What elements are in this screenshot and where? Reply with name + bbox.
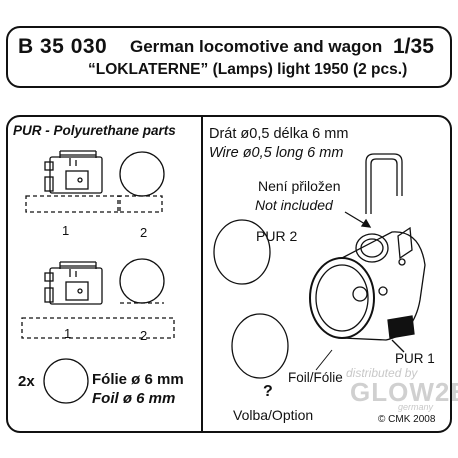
option-label: Volba/Option [233,407,314,423]
pur2-label: PUR 2 [256,228,298,244]
bottom-part-1-drawing [21,261,175,339]
pur-parts-title: PUR - Polyurethane parts [13,123,176,138]
lamp-assembly-drawing [309,226,426,353]
bottom-part-2-label: 2 [140,328,148,343]
copyright: © CMK 2008 [378,414,436,425]
lamp-foil-drawing [231,313,289,379]
wire-label-cz: Drát ø0,5 délka 6 mm [209,126,349,142]
product-code: B 35 030 [18,35,108,58]
wire-handle-drawing [344,153,403,228]
foil-disc-drawing [43,358,89,404]
product-scale: 1/35 [393,35,434,58]
watermark-line3: germany [398,402,434,412]
top-part-2-label: 2 [140,225,148,240]
not-included-en: Not included [255,197,333,213]
top-part-2-drawing [117,151,165,213]
foil-quantity: 2x [18,373,35,390]
bottom-part-1-label: 1 [64,326,72,341]
watermark-line1: distributed by [346,366,418,380]
question-mark: ? [263,383,273,400]
top-part-1-label: 1 [62,223,70,238]
foil-option-label: Foil/Fólie [288,370,343,385]
bottom-part-2-drawing [119,258,165,304]
header-box [6,26,452,88]
pur2-lens-drawing [213,219,271,285]
product-title-line1: German locomotive and wagon [130,37,383,56]
product-title-line2: “LOKLATERNE” (Lamps) light 1950 (2 pcs.) [88,61,408,78]
divider [201,115,203,433]
wire-label-en: Wire ø0,5 long 6 mm [209,145,344,161]
main-box [6,115,452,433]
foil-label-en: Foil ø 6 mm [92,390,176,407]
not-included-cz: Není přiložen [258,178,341,194]
pur1-label: PUR 1 [395,351,435,366]
foil-label-cz: Fólie ø 6 mm [92,371,184,388]
top-part-1-drawing [25,150,121,213]
watermark-line2: GLOW2B [350,377,458,407]
